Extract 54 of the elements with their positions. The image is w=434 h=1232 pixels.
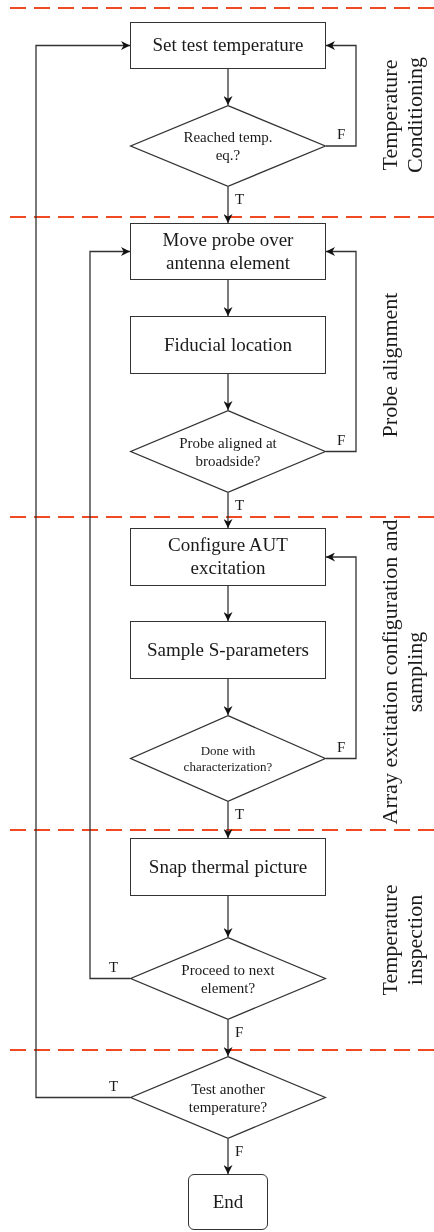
edge-label: T (108, 959, 120, 975)
arrow (223, 186, 233, 224)
process-box (130, 621, 326, 679)
decision-text: Test another temperature? (187, 1079, 269, 1116)
step-text: Move probe over antenna element (161, 228, 295, 275)
decision-text: Done with characterization? (182, 742, 274, 775)
edge-label: T (108, 1078, 120, 1094)
arrow (35, 41, 131, 1099)
decision-text: Reached temp. eq.? (182, 128, 274, 164)
section-label: Temperature Conditioning (378, 55, 428, 176)
edge-label: F (234, 1025, 245, 1040)
step-text: Fiducial location (162, 333, 294, 357)
terminal-box (188, 1174, 268, 1230)
edge-label: T (234, 498, 246, 513)
step-text: Set test temperature (151, 34, 305, 57)
step-text: Sample S-parameters (146, 638, 310, 662)
decision-text: Proceed to next element? (180, 960, 276, 997)
arrow (223, 801, 233, 839)
process-box (130, 316, 326, 374)
arrow (223, 585, 233, 622)
arrow (223, 492, 233, 529)
edge-label: F (234, 1144, 245, 1159)
decision-diamond (130, 937, 326, 1020)
edge-label: T (234, 807, 246, 822)
decision-text: Probe aligned at broadside? (178, 433, 278, 470)
arrow (325, 41, 357, 147)
step-text: End (211, 1190, 245, 1214)
arrow (223, 279, 233, 317)
arrow (325, 247, 357, 453)
section-label: Temperature inspection (378, 883, 428, 998)
edge-label: F (336, 127, 347, 142)
arrow (89, 247, 131, 980)
arrow (223, 1019, 233, 1057)
arrow (223, 1138, 233, 1175)
arrow (325, 552, 357, 760)
decision-diamond (130, 1056, 326, 1139)
step-text: Configure AUT excitation (167, 534, 289, 580)
decision-diamond (130, 715, 326, 802)
process-box (130, 528, 326, 586)
arrow (223, 895, 233, 938)
arrow (223, 678, 233, 716)
process-box (130, 223, 326, 280)
section-label: Array excitation configuration and sampling (378, 518, 428, 827)
process-box (130, 838, 326, 896)
edge-label: T (234, 192, 246, 207)
edge-label: F (336, 432, 347, 448)
edge-label: F (336, 739, 347, 755)
decision-diamond (130, 410, 326, 493)
section-label: Probe alignment (378, 291, 403, 440)
step-text: Snap thermal picture (147, 855, 309, 879)
process-box (130, 22, 326, 69)
arrow (223, 373, 233, 411)
arrow (223, 68, 233, 106)
decision-diamond (130, 105, 326, 187)
